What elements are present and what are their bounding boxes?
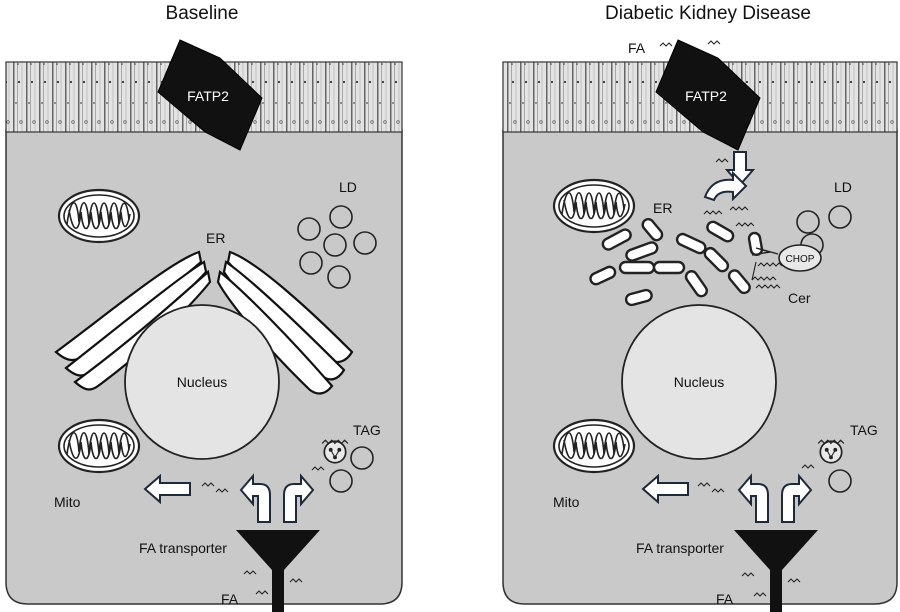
dkd-fatp2-label: FATP2 [685, 88, 727, 104]
dkd-fa-top-label: FA [628, 40, 646, 56]
baseline-mito-bottom [57, 418, 141, 474]
baseline-fa-squiggle [289, 578, 303, 583]
baseline-nucleus [124, 304, 280, 460]
dkd-chop-label: CHOP [786, 254, 815, 265]
baseline-panel: Baseline FATP2 LD ER Nucleus Mito [5, 3, 403, 612]
dkd-fa-squiggle [707, 40, 721, 45]
dkd-fa-squiggle [801, 464, 815, 469]
dkd-cer-label: Cer [788, 290, 811, 306]
baseline-title: Baseline [166, 3, 239, 24]
dkd-er-label: ER [653, 200, 672, 216]
baseline-er-label: ER [206, 230, 225, 246]
baseline-mito-label: Mito [54, 494, 81, 510]
dkd-fa-squiggle [703, 210, 723, 215]
dkd-fa-squiggle [697, 482, 711, 487]
baseline-fa-squiggle [215, 488, 229, 493]
dkd-fatp2-channel [655, 39, 761, 151]
dkd-flux-arrows [641, 473, 813, 523]
dkd-chop-signal [751, 247, 779, 256]
dkd-transporter-label: FA transporter [636, 540, 724, 556]
dkd-fa-squiggle [659, 42, 673, 47]
baseline-tag-label: TAG [353, 422, 381, 438]
dkd-fa-squiggle [711, 488, 725, 493]
dkd-title: Diabetic Kidney Disease [605, 3, 811, 24]
baseline-nucleus-label: Nucleus [177, 374, 228, 390]
baseline-fa-squiggle [201, 482, 215, 487]
dkd-fa-squiggle [729, 206, 749, 211]
dkd-uptake-arrows [703, 151, 756, 202]
baseline-fa-transporter [236, 530, 320, 612]
dkd-fa-squiggle [715, 158, 729, 163]
baseline-fa-squiggle [255, 590, 269, 595]
baseline-transporter-label: FA transporter [139, 540, 227, 556]
baseline-fatp2-channel [157, 39, 263, 151]
dkd-mito-top [552, 178, 636, 234]
dkd-ld-label: LD [834, 179, 852, 195]
dkd-ceramide [751, 261, 783, 289]
dkd-nucleus [621, 304, 777, 460]
dkd-mito-bottom [552, 418, 636, 474]
baseline-lipid-droplets [297, 205, 377, 289]
baseline-flux-arrows [143, 473, 315, 523]
dkd-fa-squiggle [753, 592, 767, 597]
dkd-tag-label: TAG [850, 422, 878, 438]
dkd-ld-small [828, 469, 852, 493]
dkd-panel: Diabetic Kidney Disease FA FATP2 LD ER [502, 3, 898, 612]
dkd-fa-squiggle [741, 572, 755, 577]
dkd-er-fragments [589, 217, 764, 307]
dkd-fa-squiggle [787, 578, 801, 583]
baseline-fa-squiggle [311, 466, 325, 471]
dkd-fa-squiggle [735, 222, 755, 227]
baseline-fa-bottom-label: FA [221, 591, 239, 607]
baseline-fa-squiggle [243, 570, 257, 575]
baseline-ld-label: LD [339, 179, 357, 195]
baseline-fatp2-label: FATP2 [187, 88, 229, 104]
baseline-ld-small [329, 469, 353, 493]
baseline-mito-top [57, 188, 141, 244]
dkd-fa-transporter [734, 530, 818, 612]
dkd-nucleus-label: Nucleus [674, 374, 725, 390]
dkd-chop-protein [778, 244, 822, 272]
dkd-fa-bottom-label: FA [716, 591, 734, 607]
baseline-ld-small [350, 446, 374, 470]
dkd-mito-label: Mito [553, 494, 580, 510]
